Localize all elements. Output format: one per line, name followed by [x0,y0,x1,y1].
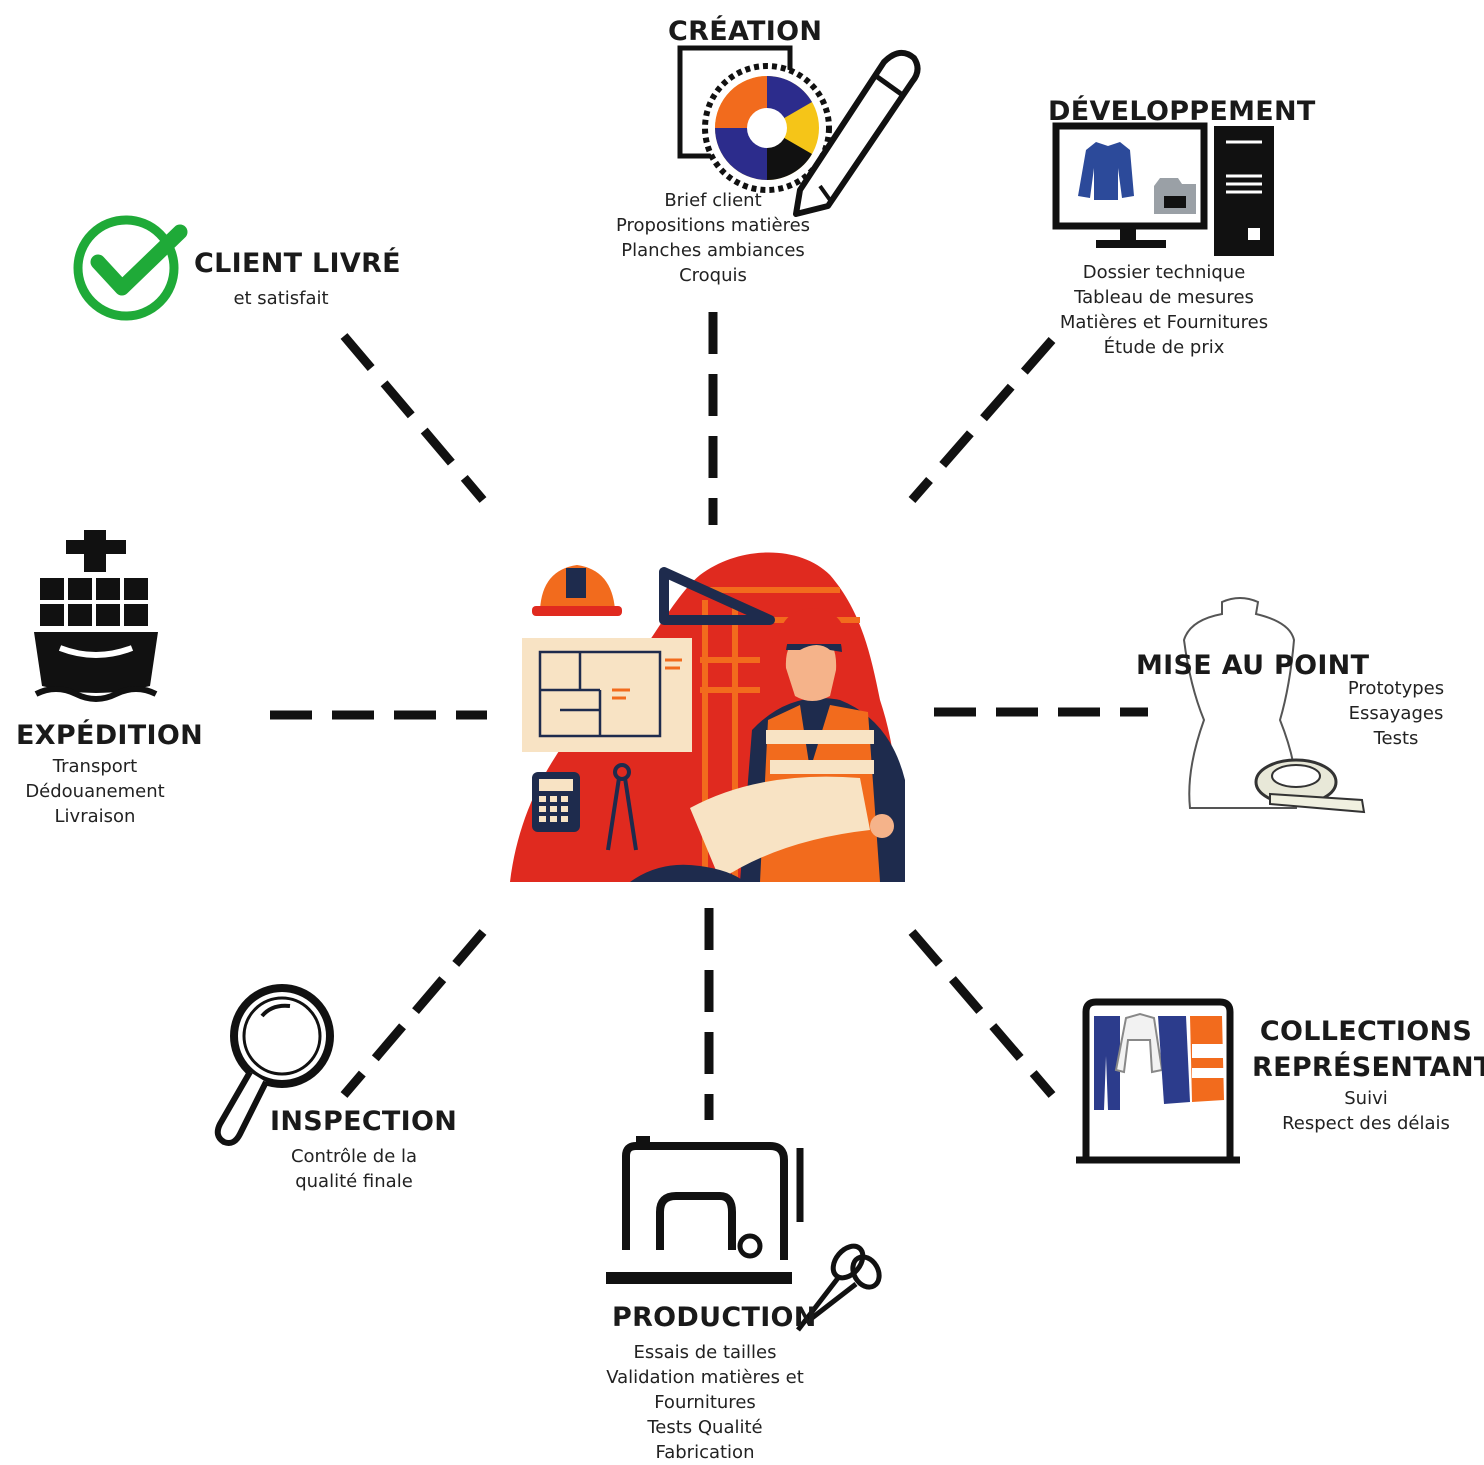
desc-line: Validation matières et [606,1367,804,1388]
title-client-livre: CLIENT LIVRÉ [194,248,401,279]
desc-line: Livraison [54,806,136,827]
desc-line: Transport [52,756,138,777]
desc-line: Essais de tailles [633,1342,777,1363]
desc-line: Propositions matières [615,215,811,236]
title-inspection: INSPECTION [270,1106,458,1137]
desc-line: Planches ambiances [621,240,805,261]
desc-line: Dédouanement [25,781,165,802]
desc-line: Contrôle de la [290,1146,418,1167]
title-expedition: EXPÉDITION [16,720,203,751]
desc-client-livre: et satisfait [194,286,368,311]
desc-creation: Brief client Propositions matières Planc… [600,188,826,288]
central-illustration [510,552,905,882]
set-square-icon [659,567,775,625]
title-line: COLLECTIONS [1259,1016,1473,1047]
sewing-machine-scissors-icon [606,1136,882,1332]
title-mise-au-point: MISE AU POINT [1136,650,1370,681]
magnifier-icon [214,984,334,1146]
desc-line: et satisfait [233,288,329,309]
connector-developpement [908,337,1056,503]
desc-line: Tests Qualité [647,1417,763,1438]
desc-line: Matières et Fournitures [1059,312,1269,333]
desc-line: qualité finale [295,1171,413,1192]
connectors [270,312,1148,1120]
calculator-icon [532,772,580,832]
desc-expedition: Transport Dédouanement Livraison [6,754,184,829]
connector-inspection [340,929,487,1098]
desc-line: Fournitures [654,1392,756,1413]
connector-collections [908,929,1056,1098]
computer-jacket-icon [1052,122,1274,256]
desc-inspection: Contrôle de la qualité finale [266,1144,442,1194]
desc-production: Essais de tailles Validation matières et… [590,1340,820,1465]
hard-hat-icon [532,565,622,616]
title-developpement: DÉVELOPPEMENT [1048,96,1316,127]
desc-line: Prototypes [1347,678,1445,699]
color-wheel-pencil-icon [677,45,921,217]
desc-line: Tableau de mesures [1074,287,1254,308]
mannequin-tape-icon [1182,597,1366,814]
blueprint-icon [522,638,692,752]
compass-icon [606,763,638,851]
desc-line: Essayages [1348,703,1444,724]
desc-collections: Suivi Respect des délais [1262,1086,1470,1136]
desc-line: Étude de prix [1103,337,1225,358]
desc-line: Respect des délais [1282,1113,1450,1134]
desc-mise-au-point: Prototypes Essayages Tests [1336,676,1456,751]
desc-line: Dossier technique [1082,262,1246,283]
desc-line: Suivi [1344,1088,1388,1109]
title-creation: CRÉATION [668,16,823,47]
connector-client-livre [340,333,487,503]
check-circle-icon [73,215,188,321]
desc-line: Brief client [664,190,762,211]
desc-line: Fabrication [655,1442,755,1463]
cargo-ship-icon [34,530,158,702]
title-production: PRODUCTION [612,1302,817,1333]
ground-shadow [630,864,745,882]
desc-developpement: Dossier technique Tableau de mesures Mat… [1044,260,1284,360]
desc-line: Croquis [679,265,747,286]
desc-line: Tests [1373,728,1419,749]
worker-figure [690,608,905,882]
clothes-rack-icon [1076,998,1240,1164]
